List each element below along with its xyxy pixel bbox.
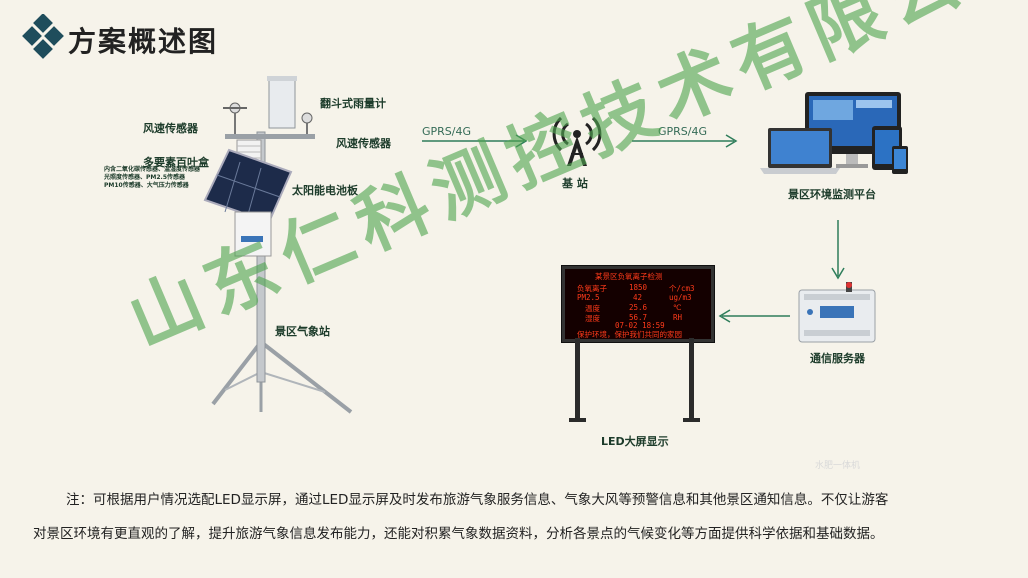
communication-server-image [798, 282, 878, 344]
led-row-unit: ug/m3 [669, 293, 692, 302]
wind-speed-sensor-left-label: 风速传感器 [143, 120, 198, 136]
louver-detail-line: PM10传感器、大气压力传感器 [104, 182, 200, 190]
server-label: 通信服务器 [810, 350, 865, 366]
page-title: 方案概述图 [68, 20, 218, 60]
note-line-2: 对景区环境有更直观的了解，提升旅游气象信息发布能力，还能对积累气象数据资料，分析… [33, 522, 884, 542]
led-row-name: PM2.5 [577, 293, 600, 302]
louver-detail-line: 内含二氧化碳传感器、温湿度传感器 [104, 166, 200, 174]
led-stand [565, 338, 705, 430]
led-row-value: 25.6 [629, 303, 647, 312]
station-name-label: 景区气象站 [275, 323, 330, 339]
led-heading: 某景区负氧离子检测 [595, 272, 663, 282]
arrow-down-icon [830, 218, 846, 282]
monitoring-devices-image [760, 90, 910, 180]
led-label: LED大屏显示 [601, 433, 669, 449]
logo-diamonds-icon [22, 14, 68, 62]
louver-box-details: 内含二氧化碳传感器、温湿度传感器 光照度传感器、PM2.5传感器 PM10传感器… [104, 166, 200, 190]
wind-speed-sensor-right-label: 风速传感器 [336, 135, 391, 151]
led-row-unit: ℃ [673, 303, 681, 312]
note-line-1: 注：可根据用户情况选配LED显示屏，通过LED显示屏及时发布旅游气象服务信息、气… [66, 488, 888, 508]
led-row-value: 42 [633, 293, 642, 302]
led-display-screen: 某景区负氧离子检测 负氧离子 1850 个/cm3 PM2.5 42 ug/m3… [562, 266, 714, 342]
rain-gauge-label: 翻斗式雨量计 [320, 95, 386, 111]
led-row-value: 1850 [629, 283, 647, 292]
led-row-name: 湿度 [585, 313, 600, 324]
arrow-left-icon [716, 308, 792, 324]
platform-label: 景区环境监测平台 [788, 186, 876, 202]
louver-detail-line: 光照度传感器、PM2.5传感器 [104, 174, 200, 182]
small-watermark: 水肥一体机 [815, 458, 860, 471]
led-row-unit: RH [673, 313, 682, 322]
